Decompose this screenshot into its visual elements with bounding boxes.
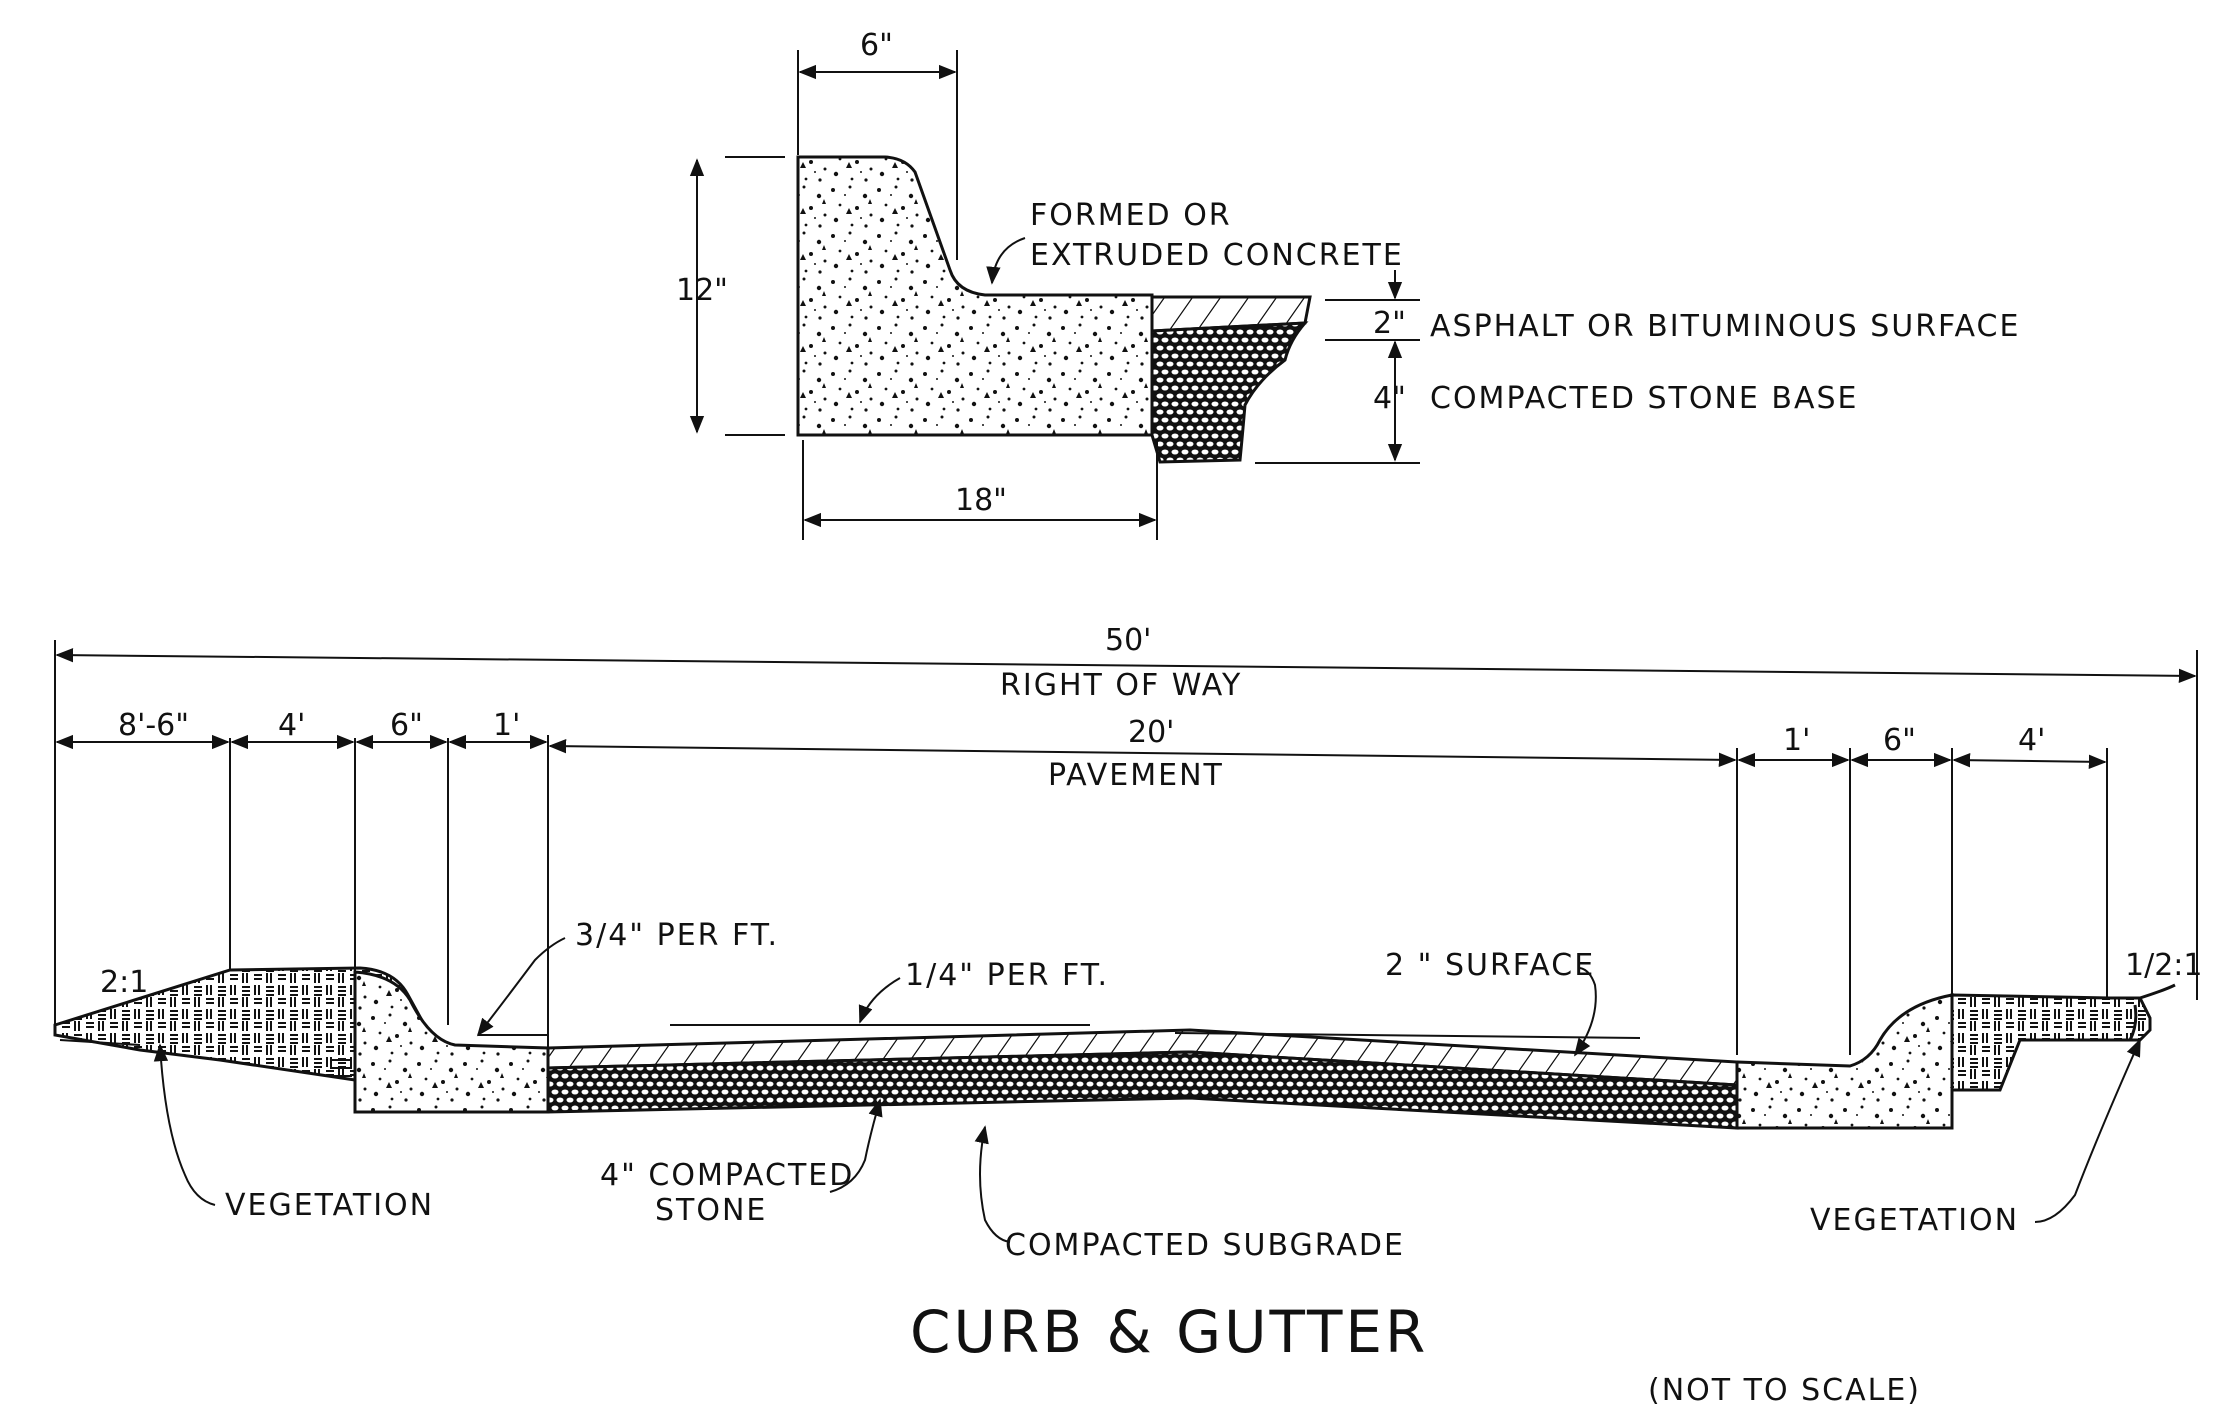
drawing-title: CURB & GUTTER <box>910 1298 1428 1366</box>
label-vegetation-right: VEGETATION <box>1810 1203 2019 1238</box>
dim-curb-width: 6" <box>860 28 893 63</box>
label-stone-line1: 4" COMPACTED <box>600 1158 854 1193</box>
label-stone-base: COMPACTED STONE BASE <box>1430 381 1859 416</box>
dim-curb-base: 18" <box>955 483 1007 518</box>
dim-right-of-way: 50' <box>1105 623 1151 658</box>
label-concrete-line1: FORMED OR <box>1030 198 1232 233</box>
dim-right-curb: 6" <box>1883 723 1916 758</box>
label-asphalt-surface: ASPHALT OR BITUMINOUS SURFACE <box>1430 309 2020 344</box>
detail-stone-base <box>1150 321 1309 464</box>
dim-left-gutter: 1' <box>493 708 520 743</box>
label-gutter-slope: 3/4" PER FT. <box>575 918 779 953</box>
dim-right-gutter: 1' <box>1783 723 1810 758</box>
dim-left-curb: 6" <box>390 708 423 743</box>
street-cross-section: 50' RIGHT OF WAY 8'-6" 4' 6" 1' 20' PAVE… <box>53 623 2202 1263</box>
dim-right-walk: 4' <box>2018 723 2045 758</box>
scale-note: (NOT TO SCALE) <box>1648 1373 1921 1407</box>
dim-surface-thickness: 2" <box>1373 306 1406 341</box>
label-right-of-way: RIGHT OF WAY <box>1000 668 1242 703</box>
dim-stone-thickness: 4" <box>1373 381 1406 416</box>
label-concrete-line2: EXTRUDED CONCRETE <box>1030 238 1404 273</box>
label-vegetation-left: VEGETATION <box>225 1188 434 1223</box>
dim-left-walk: 4' <box>278 708 305 743</box>
right-curb-gutter <box>1735 993 1954 1130</box>
slope-left: 2:1 <box>100 965 148 1000</box>
slope-right: 1/2:1 <box>2125 948 2202 983</box>
label-stone-line2: STONE <box>655 1193 767 1228</box>
label-pavement-surface: 2 " SURFACE <box>1385 948 1595 983</box>
left-vegetation-bank <box>53 966 433 1082</box>
right-vegetation-bank <box>1950 993 2152 1092</box>
left-curb-gutter <box>353 970 550 1114</box>
label-subgrade: COMPACTED SUBGRADE <box>1005 1228 1405 1263</box>
dim-curb-height: 12" <box>676 273 728 308</box>
label-crown-slope: 1/4" PER FT. <box>905 958 1109 993</box>
curb-concrete-body <box>796 155 1154 437</box>
dim-pavement: 20' <box>1128 715 1174 750</box>
dim-left-verge: 8'-6" <box>118 708 189 743</box>
label-pavement: PAVEMENT <box>1048 758 1224 793</box>
curb-detail: 6" 12" 18" FORMED OR EXTRUDED CONCRETE 2… <box>676 28 2020 540</box>
